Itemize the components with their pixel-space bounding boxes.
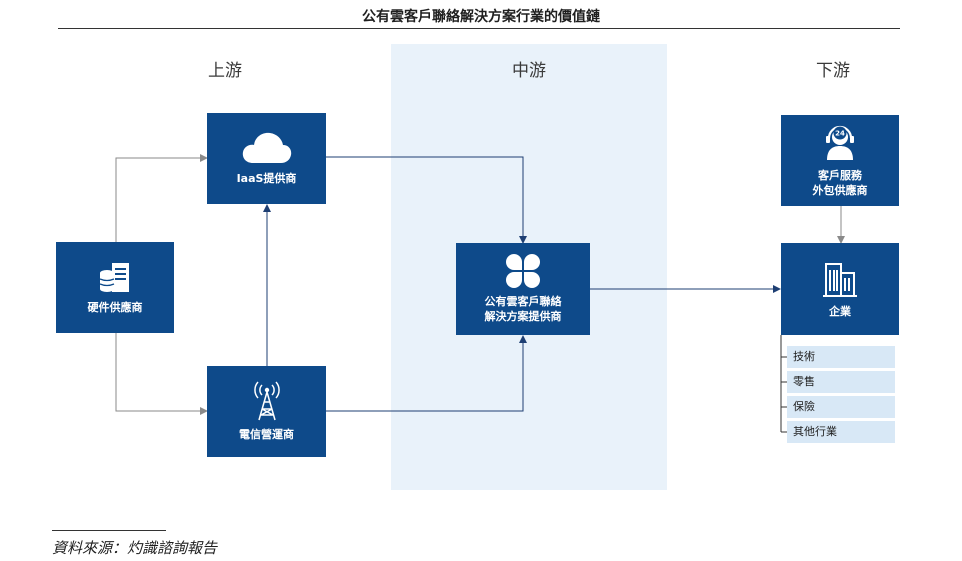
section-upstream-label: 上游: [208, 61, 242, 81]
connector-telecom-to-solution: [326, 335, 527, 412]
section-midstream-label: 中游: [512, 61, 546, 81]
hardware-supplier-label: 硬件供應商: [87, 301, 143, 314]
four-petal-icon: [506, 254, 540, 288]
title-divider: [58, 28, 900, 29]
server-icon: [99, 263, 129, 292]
telecom-operator-label: 電信營運商: [239, 428, 294, 441]
industry-item-retail: 零售: [787, 371, 895, 393]
signal-tower-icon: [253, 381, 280, 421]
support-headset-24-icon: 24: [826, 125, 854, 160]
connector-hardware-to-telecom: [115, 333, 208, 415]
iaas-provider-label: IaaS提供商: [236, 172, 297, 185]
buildings-icon: [823, 262, 857, 297]
solution-provider-node: 公有雲客戶聯絡 解決方案提供商: [456, 243, 590, 335]
enterprise-label: 企業: [829, 304, 851, 318]
industry-item-other: 其他行業: [787, 421, 895, 443]
enterprise-node: 企業: [781, 243, 899, 335]
telecom-operator-node: 電信營運商: [207, 366, 326, 457]
connector-iaas-to-solution: [326, 156, 527, 244]
source-note: 資料來源：灼識諮詢報告: [52, 539, 218, 557]
cloud-icon: [242, 132, 291, 163]
connector-hardware-to-iaas: [115, 154, 208, 242]
source-divider: [52, 530, 166, 531]
industry-item-insurance: 保險: [787, 396, 895, 418]
iaas-provider-node: IaaS提供商: [207, 113, 326, 204]
svg-text:24: 24: [835, 129, 845, 137]
industry-item-technology: 技術: [787, 346, 895, 368]
diagram-title: 公有雲客戶聯絡解決方案行業的價值鏈: [362, 9, 600, 25]
cs-outsourcing-label: 客戶服務 外包供應商: [812, 168, 868, 197]
solution-provider-label: 公有雲客戶聯絡 解決方案提供商: [484, 295, 562, 323]
section-downstream-label: 下游: [816, 61, 850, 81]
hardware-supplier-node: 硬件供應商: [56, 242, 174, 333]
cs-outsourcing-node: 24 客戶服務 外包供應商: [781, 115, 899, 206]
